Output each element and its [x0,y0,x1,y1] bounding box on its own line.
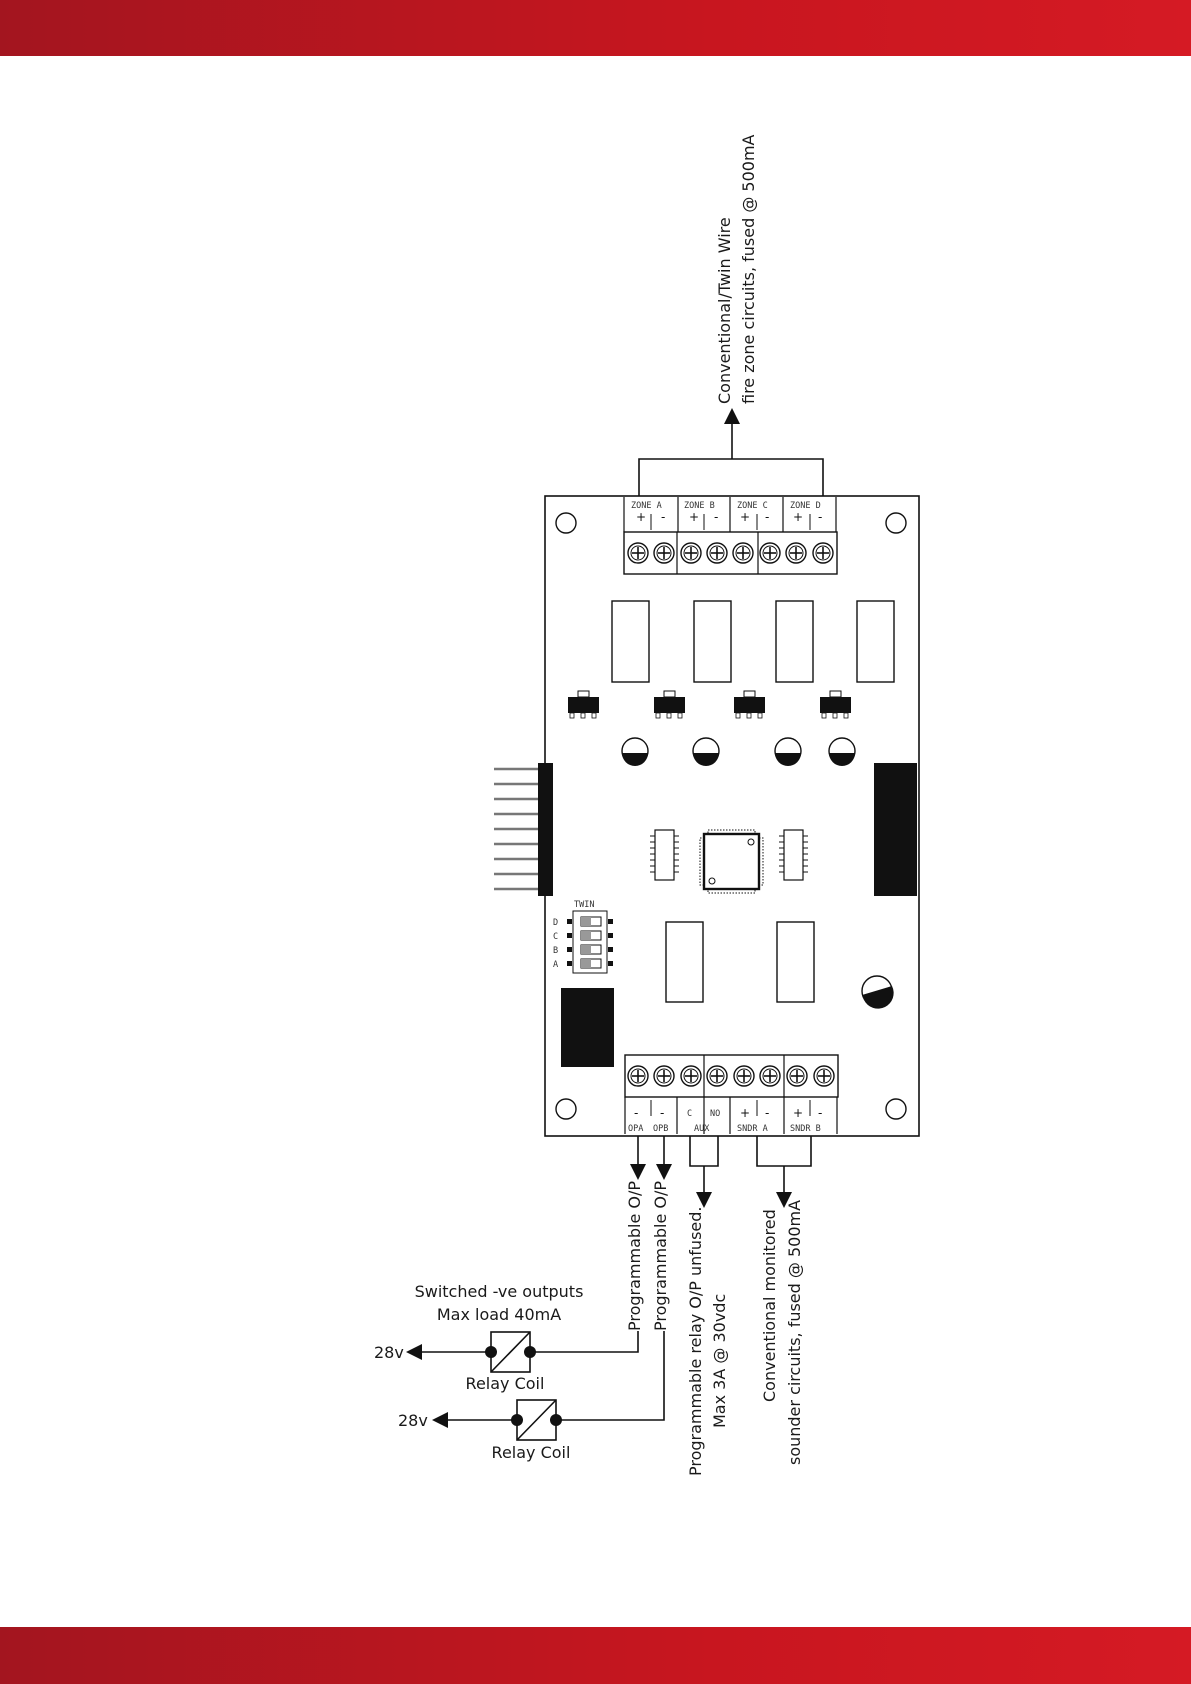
zone-b-terminal-label: ZONE B [684,501,715,511]
zone-d-plus: + [793,510,803,524]
zone-a-minus: - [661,510,665,524]
footer-band [0,1627,1191,1684]
prog-op-b-label: Programmable O/P [651,1181,670,1331]
sndr-b-minus: - [818,1106,822,1120]
aux-terminal-label: AUX [694,1124,710,1134]
mounting-hole [555,1098,577,1120]
microcontroller-chip [699,829,764,894]
mounting-hole [885,512,907,534]
coil-terminal [550,1414,562,1426]
relay-coil-circuit-2 [432,1331,665,1441]
dip-switch-title: TWIN [574,900,594,910]
sounder-label-line2: sounder circuits, fused @ 500mA [785,1200,804,1465]
switched-outputs-line2: Max load 40mA [437,1305,561,1324]
dip-switch [567,910,613,974]
relay [856,600,895,683]
header-band [0,0,1191,56]
zone-output-connector [638,408,824,496]
sndr-a-plus: + [740,1106,750,1120]
transistor [734,690,765,719]
ic-chip [779,829,808,881]
pin-header-connector [494,763,553,896]
relay-coil-circuit-1 [406,1331,639,1373]
relay-op-label-line2: Max 3A @ 30vdc [710,1294,729,1428]
opb-terminal-label: OPB [653,1124,668,1134]
sndr-a-terminal-label: SNDR A [737,1124,768,1134]
zone-d-minus: - [818,510,822,524]
zone-c-minus: - [765,510,769,524]
mounting-hole [885,1098,907,1120]
zone-d-terminal-label: ZONE D [790,501,821,511]
sndr-b-terminal-label: SNDR B [790,1124,821,1134]
sndr-a-minus: - [765,1106,769,1120]
zone-output-label-line1: Conventional/Twin Wire [715,217,734,404]
coil-terminal [524,1346,536,1358]
zone-c-plus: + [740,510,750,524]
side-connector [874,763,917,896]
capacitor [621,737,649,766]
coil-terminal [485,1346,497,1358]
relay [611,600,650,683]
zone-b-plus: + [689,510,699,524]
capacitor [774,737,802,766]
relay-op-label-line1: Programmable relay O/P unfused. [686,1207,705,1477]
prog-op-a-label: Programmable O/P [625,1181,644,1331]
supply-label-1: 28v [374,1343,404,1362]
transistor [654,690,685,719]
relay-coil-label-1: Relay Coil [466,1374,545,1393]
dip-letter-a: A [553,960,558,970]
relay [776,921,815,1003]
relay-coil-label-2: Relay Coil [492,1443,571,1462]
capacitor [828,737,856,766]
aux-no-pin-label: NO [710,1109,720,1119]
relay [775,600,814,683]
transistor [820,690,851,719]
opa-terminal-label: OPA [628,1124,643,1134]
mounting-hole [555,512,577,534]
transistor [568,690,599,719]
capacitor [692,737,720,766]
zone-output-label-line2: fire zone circuits, fused @ 500mA [739,134,758,404]
zone-b-minus: - [714,510,718,524]
relay [665,921,704,1003]
power-component [561,988,614,1067]
sndr-b-plus: + [793,1106,803,1120]
sounder-label-line1: Conventional monitored [760,1209,779,1402]
zone-a-terminal-label: ZONE A [631,501,662,511]
opb-pin-label: - [660,1106,664,1120]
output-wiring [630,1136,812,1208]
potentiometer [861,975,894,1009]
switched-outputs-line1: Switched -ve outputs [415,1282,584,1301]
dip-letter-d: D [553,918,558,928]
zone-terminal-block [623,497,838,575]
supply-label-2: 28v [398,1411,428,1430]
opa-pin-label: - [634,1106,638,1120]
coil-terminal [511,1414,523,1426]
aux-c-pin-label: C [687,1109,692,1119]
dip-letter-b: B [553,946,558,956]
zone-c-terminal-label: ZONE C [737,501,768,511]
output-terminal-block [624,1054,839,1134]
ic-chip [650,829,679,881]
zone-a-plus: + [636,510,646,524]
relay [693,600,732,683]
dip-letter-c: C [553,932,558,942]
